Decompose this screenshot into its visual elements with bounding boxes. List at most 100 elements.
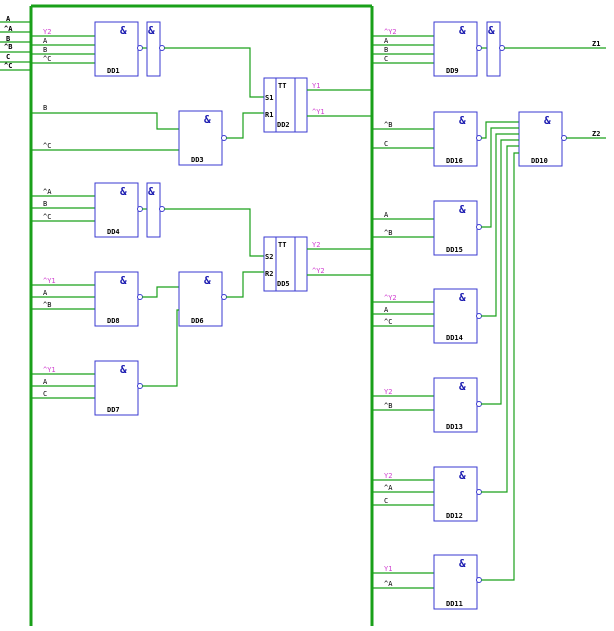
and-symbol: & xyxy=(459,203,466,216)
and-symbol: & xyxy=(459,114,466,127)
wire-dd11-dd10 xyxy=(481,152,519,581)
dd5-pin-s: S2 xyxy=(265,253,273,261)
trigger-dd2: TT S1 R1 DD2 Y1 ^Y1 xyxy=(263,77,372,133)
wire-dd14-dd10 xyxy=(481,133,519,317)
dd14-input-label: A xyxy=(384,306,389,314)
input-label: B xyxy=(6,35,10,43)
wire-dd7-dd6 xyxy=(142,309,179,387)
dd16-input-label: ^B xyxy=(384,121,392,129)
dd4-input-label: ^C xyxy=(43,213,51,221)
gate-dd14: ^Y2 A ^C & DD14 xyxy=(372,288,482,344)
and-symbol: & xyxy=(120,363,127,376)
dd3-input-label: B xyxy=(43,104,47,112)
dd3-label: DD3 xyxy=(191,156,204,164)
dd16-label: DD16 xyxy=(446,157,463,165)
input-label: ^B xyxy=(4,43,12,51)
dd12-label: DD12 xyxy=(446,512,463,520)
trigger-dd5: TT S2 R2 DD5 Y2 ^Y2 xyxy=(263,236,372,292)
trigger-symbol: TT xyxy=(278,241,286,249)
dd9-input-label: A xyxy=(384,37,389,45)
dd16-input-label: C xyxy=(384,140,388,148)
dd5-pin-r: R2 xyxy=(265,270,273,278)
dd9-input-label: C xyxy=(384,55,388,63)
dd5-label: DD5 xyxy=(277,280,290,288)
and-symbol: & xyxy=(148,185,155,198)
dd5-out-ny2: ^Y2 xyxy=(312,267,325,275)
gate-dd16: ^B C & DD16 xyxy=(372,111,482,167)
dd12-input-label: Y2 xyxy=(384,472,392,480)
dd15-input-label: A xyxy=(384,211,389,219)
dd2-label: DD2 xyxy=(277,121,290,129)
gate-dd10: & DD10 Z2 xyxy=(518,111,606,167)
gate-dd12: Y2 ^A C & DD12 xyxy=(372,466,482,522)
wire-dd15-dd10 xyxy=(481,127,519,228)
left-input-labels: A ^A B ^B C ^C xyxy=(4,15,13,70)
dd9-input-label: B xyxy=(384,46,388,54)
dd13-input-label: Y2 xyxy=(384,388,392,396)
dd9-label: DD9 xyxy=(446,67,459,75)
dd12-input-label: ^A xyxy=(384,484,393,492)
and-symbol: & xyxy=(148,24,155,37)
dd2-out-ny1: ^Y1 xyxy=(312,108,325,116)
dd13-input-label: ^B xyxy=(384,402,392,410)
dd1-label: DD1 xyxy=(107,67,120,75)
gate-dd7: ^Y1 A C & DD7 xyxy=(31,360,143,416)
dd3-input-label: ^C xyxy=(43,142,51,150)
dd11-input-label: Y1 xyxy=(384,565,392,573)
dd5-out-y2: Y2 xyxy=(312,241,320,249)
dd4-label: DD4 xyxy=(107,228,120,236)
input-label: ^C xyxy=(4,62,12,70)
dd7-input-label: ^Y1 xyxy=(43,366,56,374)
dd1-input-label: ^C xyxy=(43,55,51,63)
gate-dd6: & DD6 xyxy=(178,271,227,327)
dd1-input-label: A xyxy=(43,37,48,45)
output-z1: Z1 xyxy=(592,40,600,48)
dd2-pin-r: R1 xyxy=(265,111,273,119)
and-symbol: & xyxy=(204,274,211,287)
wire-dd6-dd5 xyxy=(226,271,264,298)
and-symbol: & xyxy=(488,24,495,37)
wire-dd8-dd6 xyxy=(142,286,179,298)
dd15-label: DD15 xyxy=(446,246,463,254)
dd11-input-label: ^A xyxy=(384,580,393,588)
dd14-input-label: ^Y2 xyxy=(384,294,397,302)
and-symbol: & xyxy=(204,113,211,126)
dd8-input-label: A xyxy=(43,289,48,297)
and-symbol: & xyxy=(459,380,466,393)
gate-dd11: Y1 ^A & DD11 xyxy=(372,554,482,610)
dd4-input-label: B xyxy=(43,200,47,208)
gate-dd4: ^A B ^C & DD4 & xyxy=(31,182,165,238)
gate-dd13: Y2 ^B & DD13 xyxy=(372,377,482,433)
wire-dd1-dd2 xyxy=(164,47,264,98)
and-symbol: & xyxy=(459,24,466,37)
and-symbol: & xyxy=(459,291,466,304)
and-symbol: & xyxy=(459,557,466,570)
dd7-input-label: A xyxy=(43,378,48,386)
wire-dd16-dd10 xyxy=(481,121,519,139)
gate-dd9: ^Y2 A B C & DD9 & Z1 xyxy=(372,21,606,77)
dd1-input-label: Y2 xyxy=(43,28,51,36)
input-label: ^A xyxy=(4,25,13,33)
dd1-input-label: B xyxy=(43,46,47,54)
dd4-input-label: ^A xyxy=(43,188,52,196)
dd8-input-label: ^B xyxy=(43,301,51,309)
dd13-label: DD13 xyxy=(446,423,463,431)
dd8-label: DD8 xyxy=(107,317,120,325)
gate-dd3: B ^C & DD3 xyxy=(31,104,227,166)
gate-dd15: A ^B & DD15 xyxy=(372,200,482,256)
wire-dd12-dd10 xyxy=(481,145,519,493)
left-input-lines xyxy=(0,21,30,71)
and-symbol: & xyxy=(459,469,466,482)
and-symbol: & xyxy=(120,274,127,287)
dd7-label: DD7 xyxy=(107,406,120,414)
and-symbol: & xyxy=(120,24,127,37)
and-symbol: & xyxy=(544,114,551,127)
wire-dd4-dd5 xyxy=(164,208,264,257)
trigger-symbol: TT xyxy=(278,82,286,90)
input-label: C xyxy=(6,53,10,61)
dd6-label: DD6 xyxy=(191,317,204,325)
dd14-label: DD14 xyxy=(446,334,463,342)
and-symbol: & xyxy=(120,185,127,198)
